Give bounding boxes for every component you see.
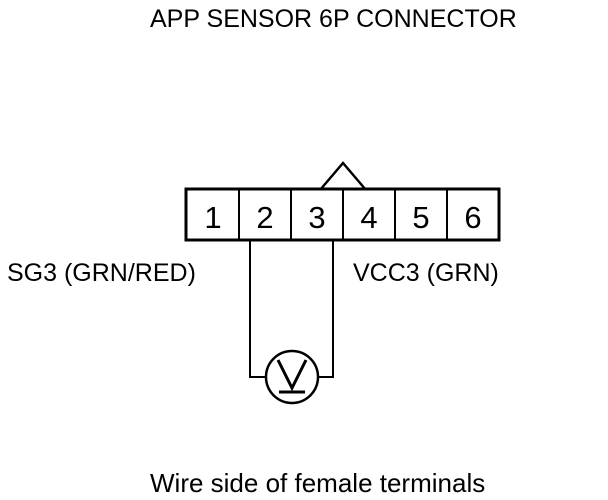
probe-wire-right xyxy=(318,240,334,378)
pin-4-label: 4 xyxy=(360,200,377,235)
pin-1-label: 1 xyxy=(204,200,221,235)
wire-label-sg3: SG3 (GRN/RED) xyxy=(7,259,196,287)
wire-label-vcc3: VCC3 (GRN) xyxy=(353,259,499,287)
locking-tab xyxy=(319,161,367,191)
pin-2-label: 2 xyxy=(256,200,273,235)
pin-5-label: 5 xyxy=(412,200,429,235)
pin-6-label: 6 xyxy=(464,200,481,235)
probe-wire-left xyxy=(249,240,266,378)
voltmeter-icon xyxy=(264,349,320,405)
connector-body xyxy=(184,187,501,242)
pin-3-label: 3 xyxy=(308,200,325,235)
diagram-caption: Wire side of female terminals xyxy=(150,468,486,498)
diagram-title: APP SENSOR 6P CONNECTOR xyxy=(150,5,517,33)
